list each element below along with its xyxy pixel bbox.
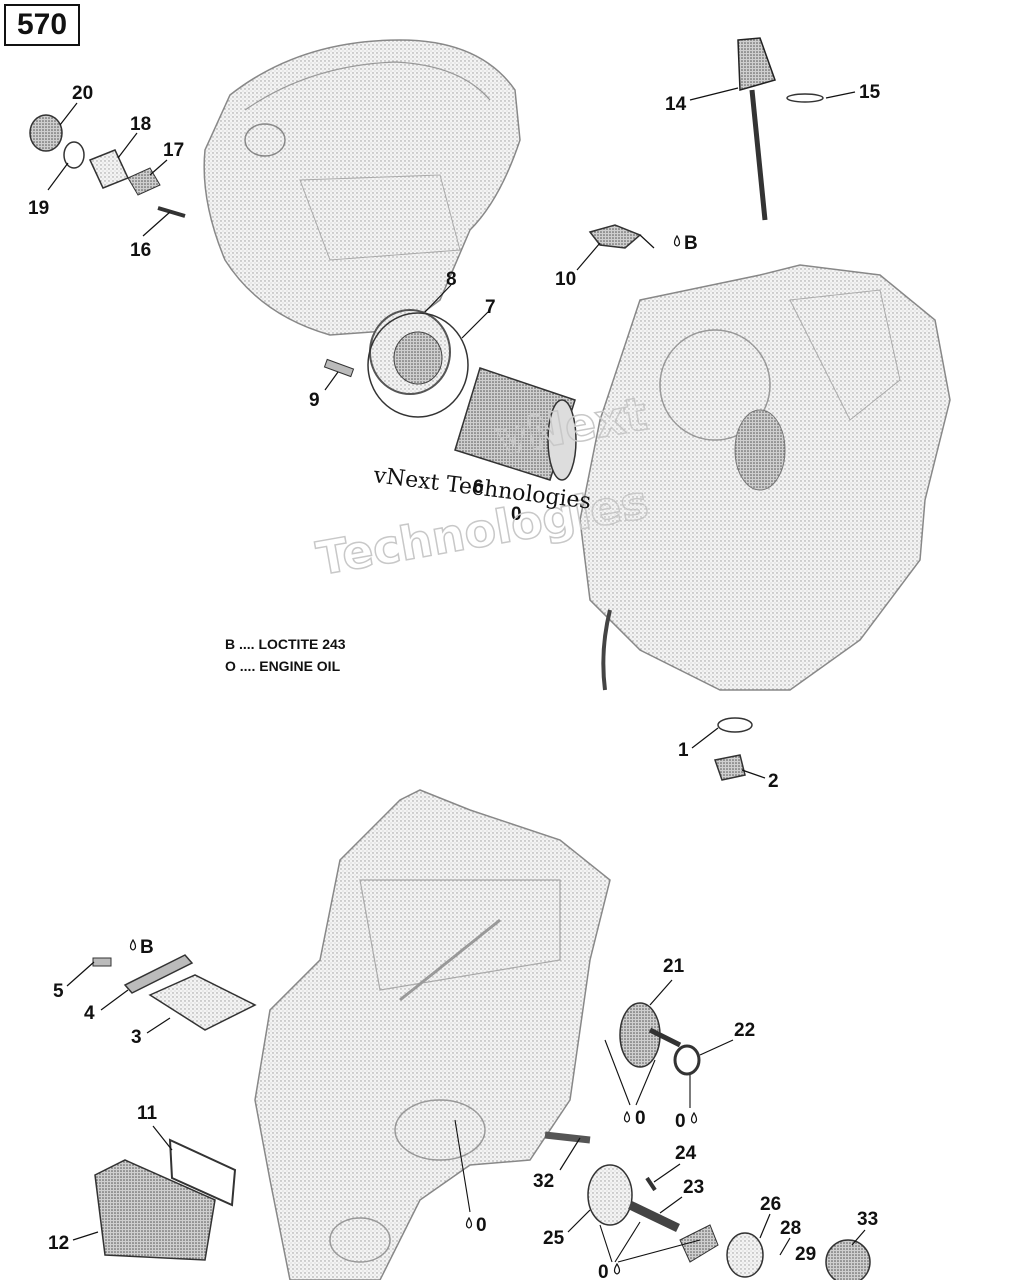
callout-12: 12 xyxy=(48,1233,69,1254)
callout-11: 11 xyxy=(137,1103,158,1124)
callout-14: 14 xyxy=(665,94,687,115)
oil-filter xyxy=(454,367,577,481)
marker-o-21: 0 xyxy=(604,1039,656,1129)
sleeve-18 xyxy=(88,149,130,189)
o-ring-1 xyxy=(717,717,753,733)
marker-o-6: 0 xyxy=(511,504,522,525)
callout-22: 22 xyxy=(734,1020,755,1041)
callout-18: 18 xyxy=(130,114,151,135)
svg-text:B: B xyxy=(684,233,698,254)
drop-icon xyxy=(690,1111,698,1124)
screw-9 xyxy=(323,358,355,378)
callout-29: 29 xyxy=(795,1244,816,1265)
drop-icon xyxy=(129,938,137,951)
callout-7: 7 xyxy=(485,297,496,318)
svg-text:0: 0 xyxy=(635,1108,646,1129)
callout-2: 2 xyxy=(768,771,779,792)
svg-text:B: B xyxy=(140,937,154,958)
o-ring-7 xyxy=(367,312,469,418)
screw-5 xyxy=(92,957,112,967)
callout-26: 26 xyxy=(760,1194,781,1215)
callout-25: 25 xyxy=(543,1228,565,1249)
svg-text:0: 0 xyxy=(511,504,522,525)
plug-2 xyxy=(714,754,746,781)
callout-19: 19 xyxy=(28,198,49,219)
callout-33: 33 xyxy=(857,1209,878,1230)
pump-shaft-23 xyxy=(628,1200,680,1233)
callout-9: 9 xyxy=(309,390,320,411)
upper-crankcase xyxy=(579,264,951,691)
marker-o-22: 0 xyxy=(675,1075,698,1132)
pin-24 xyxy=(645,1176,657,1192)
drop-icon xyxy=(465,1216,473,1229)
callout-23: 23 xyxy=(683,1177,704,1198)
legend-engine-oil: O .... ENGINE OIL xyxy=(225,658,341,674)
gear-21 xyxy=(619,1002,682,1068)
gear-33 xyxy=(825,1239,871,1280)
marker-b-5: B xyxy=(129,937,154,958)
svg-text:0: 0 xyxy=(675,1111,686,1132)
svg-text:0: 0 xyxy=(476,1215,487,1236)
callout-8: 8 xyxy=(446,269,457,290)
dipstick xyxy=(737,37,776,221)
washer-22 xyxy=(673,1044,701,1076)
spring-17 xyxy=(127,167,161,196)
drop-icon xyxy=(613,1262,621,1275)
gasket-11 xyxy=(168,1138,237,1207)
pump-cover-26 xyxy=(726,1232,764,1278)
callout-20: 20 xyxy=(72,83,93,104)
plug-20 xyxy=(29,114,63,152)
oil-filter-cover xyxy=(369,309,451,395)
o-ring-19 xyxy=(63,141,85,169)
callout-16: 16 xyxy=(130,240,151,261)
page-number: 570 xyxy=(4,4,80,46)
oil-cooler-12 xyxy=(94,1159,216,1261)
crankcase-cover xyxy=(203,39,521,336)
pump-body-25 xyxy=(587,1164,633,1226)
lower-crankcase xyxy=(254,789,611,1280)
callout-1: 1 xyxy=(678,740,689,761)
rotor-23b xyxy=(679,1224,719,1263)
callout-28: 28 xyxy=(780,1218,801,1239)
callout-4: 4 xyxy=(84,1003,95,1024)
shaft-32 xyxy=(544,1131,591,1144)
oil-pressure-sensor xyxy=(588,224,642,249)
drop-icon xyxy=(623,1110,631,1123)
callout-5: 5 xyxy=(53,981,64,1002)
callout-32: 32 xyxy=(533,1171,554,1192)
bracket-4 xyxy=(123,954,194,994)
marker-o-crank: 0 xyxy=(454,1119,487,1236)
leader-lines xyxy=(47,87,866,1256)
callout-15: 15 xyxy=(859,82,881,103)
legend-loctite: B .... LOCTITE 243 xyxy=(225,636,346,652)
callout-3: 3 xyxy=(131,1027,142,1048)
marker-o-25: 0 xyxy=(598,1221,701,1280)
bolt-16 xyxy=(157,206,186,218)
svg-text:0: 0 xyxy=(598,1262,609,1280)
drop-icon xyxy=(673,234,681,247)
callout-10: 10 xyxy=(555,269,576,290)
legend: B .... LOCTITE 243 O .... ENGINE OIL xyxy=(225,633,346,677)
o-ring-15 xyxy=(786,93,824,103)
callout-24: 24 xyxy=(675,1143,697,1164)
callout-6: 6 xyxy=(473,477,484,498)
callout-21: 21 xyxy=(663,956,685,977)
screen-3 xyxy=(148,974,257,1031)
callout-17: 17 xyxy=(163,140,184,161)
marker-b-10: B xyxy=(673,233,698,254)
